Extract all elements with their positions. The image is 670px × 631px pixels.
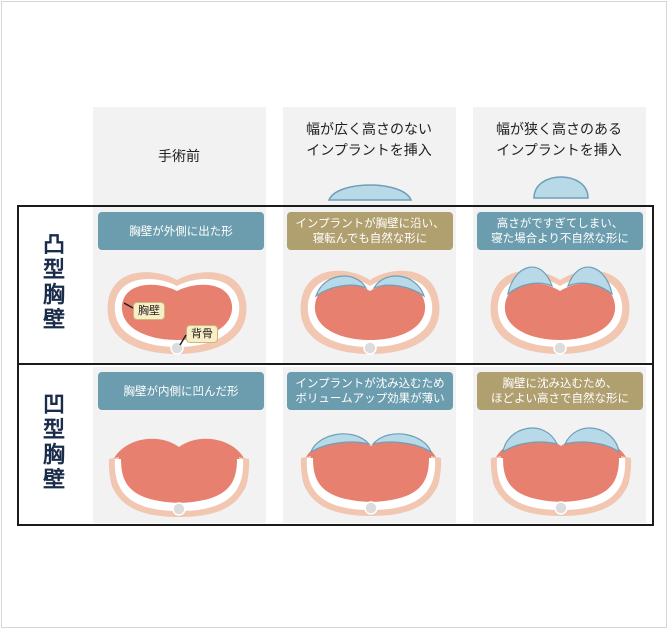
tag-chest-wall: 胸壁: [133, 302, 165, 320]
diagram-concave-before: [108, 438, 250, 517]
row-label-convex: 凸 型 胸 壁: [42, 233, 65, 333]
caption-convex-wide: インプラントが胸壁に沿い、寝転んでも自然な形に: [287, 212, 453, 250]
column-title-before: 手術前: [158, 149, 200, 165]
tag-spine: 背骨: [186, 325, 218, 343]
narrow-implant-icon: [533, 176, 589, 199]
caption-concave-before: 胸壁が内側に凹んだ形: [98, 372, 264, 410]
row-divider: [17, 363, 654, 365]
header-cell-before: [93, 107, 266, 205]
column-title-narrow: 幅が狭く高さのある インプラントを挿入: [496, 122, 622, 159]
diagram-concave-wide: [300, 433, 442, 516]
caption-concave-wide: インプラントが沈み込むためボリュームアップ効果が薄い: [287, 372, 453, 410]
diagram-concave-narrow: [490, 427, 632, 516]
caption-convex-narrow: 高さがですぎてしまい、寝た場合より不自然な形に: [477, 212, 643, 250]
diagram-convex-wide: [300, 270, 440, 355]
tag-pointers: [123, 302, 187, 346]
diagram-convex-narrow: [490, 266, 630, 355]
caption-convex-before: 胸壁が外側に出た形: [98, 212, 264, 250]
row-label-concave: 凹 型 胸 壁: [42, 393, 65, 493]
table-border: [17, 205, 654, 526]
wide-implant-icon: [327, 184, 413, 201]
column-title-wide: 幅が広く高さのない インプラントを挿入: [306, 122, 432, 159]
caption-concave-narrow: 胸壁に沈み込むため、ほどよい高さで自然な形に: [477, 372, 643, 410]
